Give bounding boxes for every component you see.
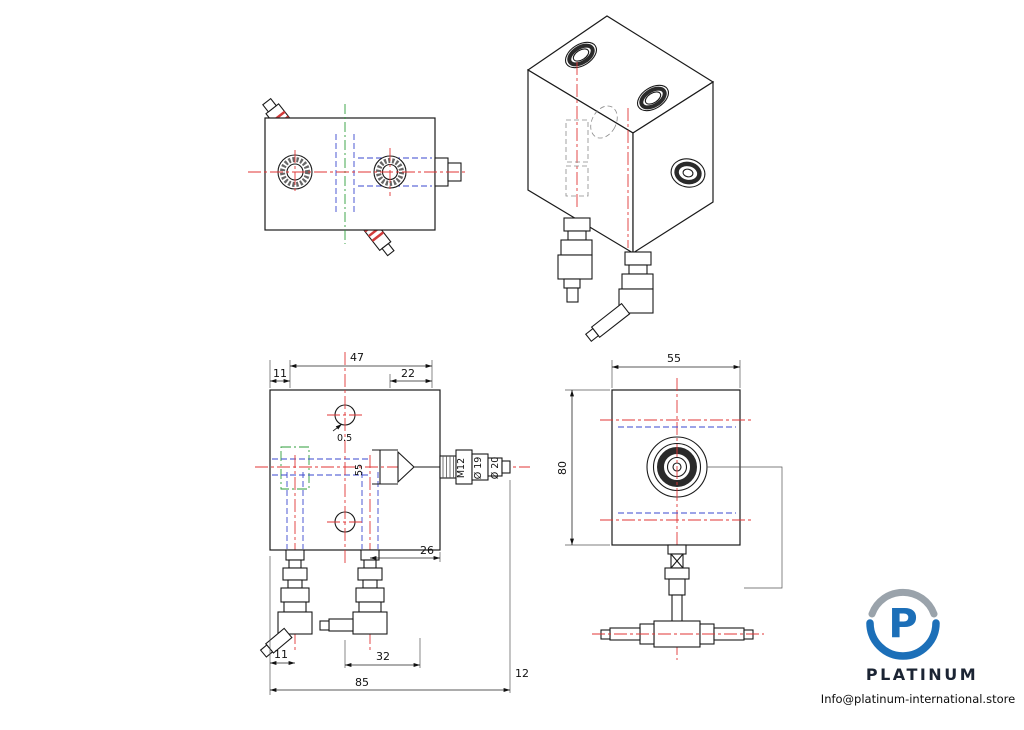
label-dia-19: Ø 19 xyxy=(473,457,484,480)
logo-swirl-blue-icon xyxy=(866,619,940,660)
dim-55-width: 55 xyxy=(667,352,681,365)
dim-85: 85 xyxy=(355,676,369,689)
dim-22: 22 xyxy=(401,367,415,380)
front-view-fitting-left xyxy=(259,549,313,658)
dim-0-5: 0.5 xyxy=(337,433,352,444)
contact-email: Info@platinum-international.store xyxy=(821,692,1015,706)
iso-top-port-right xyxy=(636,84,670,112)
dim-55-bore: 55 xyxy=(354,464,365,476)
logo-letter: P xyxy=(888,601,917,647)
iso-fitting-right xyxy=(584,251,654,343)
dim-12: 12 xyxy=(515,667,529,680)
dim-11-top: 11 xyxy=(273,367,287,380)
iso-side-fitting xyxy=(670,158,706,188)
isometric-view xyxy=(526,15,715,343)
dim-32: 32 xyxy=(376,650,390,663)
dim-26: 26 xyxy=(420,544,434,557)
dim-47: 47 xyxy=(350,351,364,364)
dim-80-height: 80 xyxy=(556,461,569,475)
side-view-leader-line xyxy=(707,466,783,589)
front-view-poppet xyxy=(397,450,415,484)
front-view: 47 11 22 0.5 55 xyxy=(255,351,530,695)
side-view-bottom-stack xyxy=(664,544,690,623)
side-view-block-outline xyxy=(611,389,741,546)
front-view-fitting-right xyxy=(319,549,388,635)
side-view: 55 80 xyxy=(556,352,783,660)
iso-fitting-left xyxy=(557,217,593,303)
dim-11-bottom: 11 xyxy=(274,648,288,661)
watermark-logo: P PLATINUM Info@platinum-international.s… xyxy=(821,588,1015,706)
logo-swirl-gray-icon xyxy=(868,588,938,618)
front-view-side-fitting xyxy=(439,449,511,485)
label-dia-20: Ø 20 xyxy=(490,457,501,480)
label-m12: M12 xyxy=(456,458,467,478)
brand-name: PLATINUM xyxy=(866,665,978,684)
iso-top-port-left xyxy=(564,41,598,69)
top-view xyxy=(248,97,468,257)
